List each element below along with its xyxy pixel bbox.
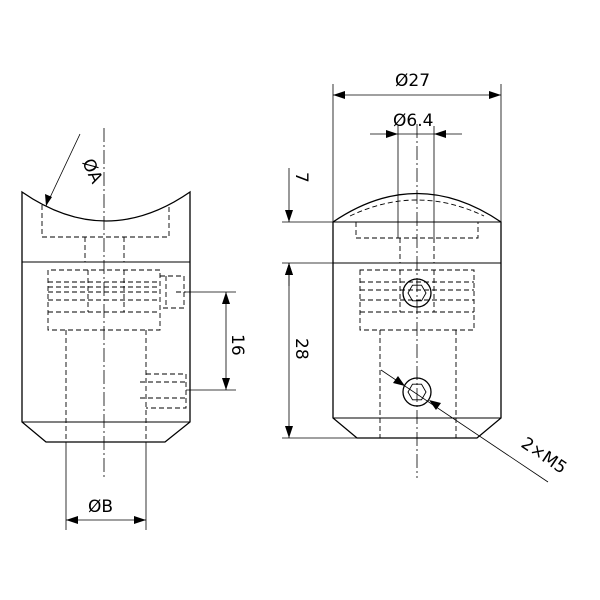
dim-arc-leader xyxy=(45,133,81,207)
dim-bore-arrow-right xyxy=(134,516,146,524)
dim-inner-arrow-left xyxy=(386,130,398,138)
dim-bore-diameter-label: ØB xyxy=(88,497,113,517)
dim-screw-arrow-upper xyxy=(393,376,405,386)
dim-body-arrow-top xyxy=(285,263,293,275)
dim-inner-arrow-right xyxy=(434,130,446,138)
right-view: Ø27 Ø6.4 7 28 2×M5 xyxy=(282,71,570,483)
dim-screw-callout-label: 2×M5 xyxy=(517,434,570,479)
dim-screw-leader xyxy=(380,369,549,483)
dim-body-height-label: 28 xyxy=(291,338,311,360)
lower-hex-socket-icon xyxy=(407,383,427,401)
left-side-hole-bottom xyxy=(140,373,187,409)
right-cap-hidden-arc xyxy=(349,199,485,217)
left-side-hole-top xyxy=(160,275,186,309)
dim-inner-diameter-label: Ø6.4 xyxy=(393,111,433,131)
left-groove-band xyxy=(47,269,161,331)
dim-top-height-label: 7 xyxy=(291,172,311,183)
dim-slot-arrow-bottom xyxy=(222,378,230,390)
dim-screw-arrow-lower xyxy=(429,400,441,410)
left-upper-bore xyxy=(84,237,125,262)
left-view: ØA ØB 16 xyxy=(21,128,247,530)
right-groove-inner xyxy=(399,270,435,312)
left-upper-cavity xyxy=(41,205,170,238)
dim-slot-height-label: 16 xyxy=(227,334,247,356)
dim-arc-arrow xyxy=(45,194,52,206)
dim-outer-diameter-label: Ø27 xyxy=(395,71,430,91)
right-groove-band xyxy=(359,269,475,331)
dim-bore-arrow-left xyxy=(66,516,78,524)
left-groove-inner xyxy=(87,270,125,312)
dim-outer-arrow-left xyxy=(333,91,345,99)
left-body-outline xyxy=(21,190,191,443)
dim-slot-arrow-top xyxy=(222,292,230,304)
left-lower-bore xyxy=(65,330,147,442)
dim-outer-arrow-right xyxy=(489,91,501,99)
dim-top-arrow-upper xyxy=(285,210,293,222)
dim-body-arrow-bottom xyxy=(285,426,293,438)
right-upper-bore xyxy=(399,238,435,263)
right-body-outline xyxy=(332,192,502,439)
dim-arc-diameter-label: ØA xyxy=(77,156,106,187)
upper-hex-socket-icon xyxy=(407,284,427,302)
